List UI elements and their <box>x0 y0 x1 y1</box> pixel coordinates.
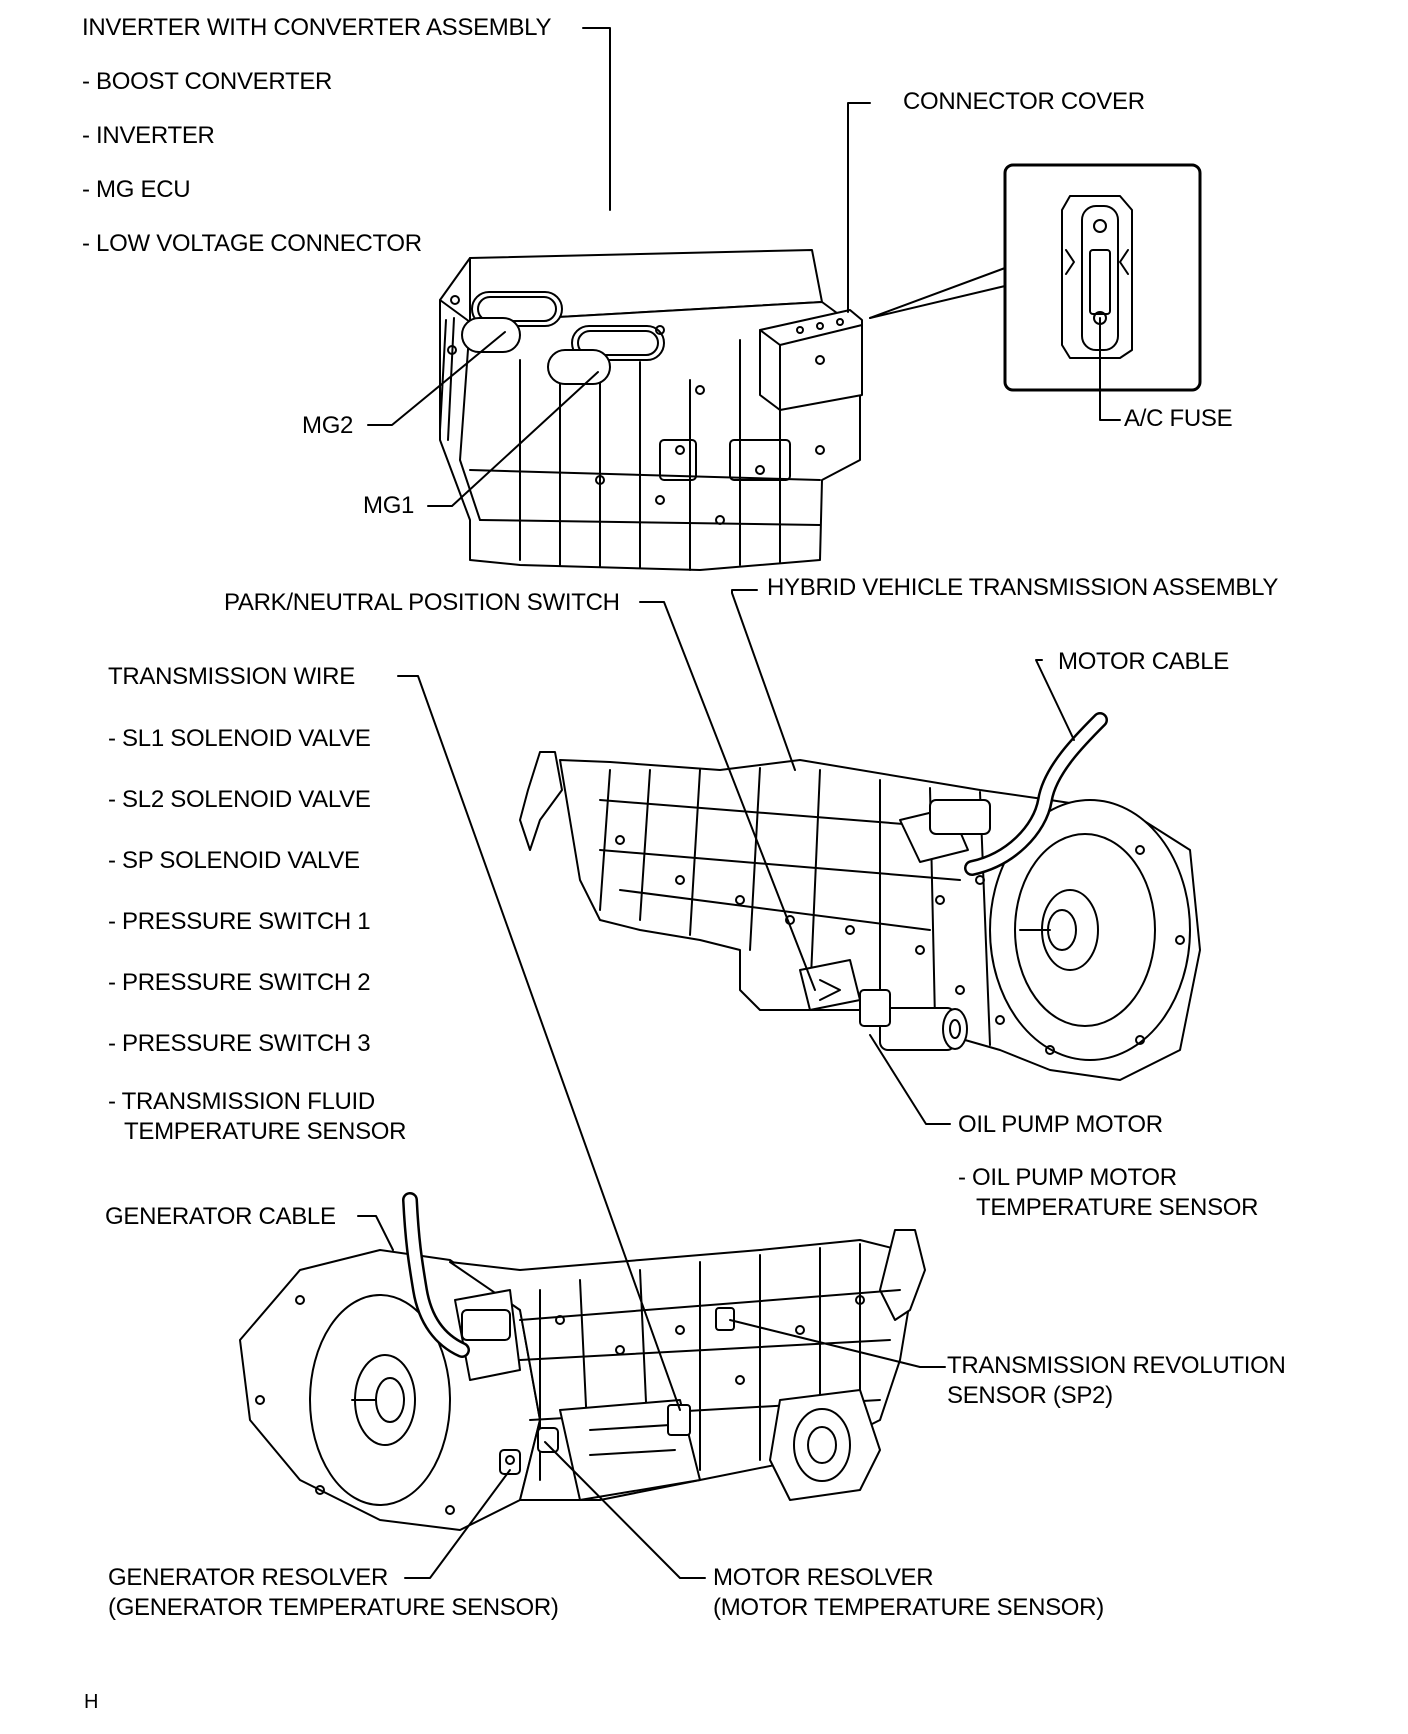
ac-fuse-label: A/C FUSE <box>1124 405 1233 432</box>
motor-cable-label: MOTOR CABLE <box>1058 648 1229 675</box>
mg1-label: MG1 <box>363 492 415 519</box>
pressure-switch-2-label: - PRESSURE SWITCH 2 <box>108 969 371 996</box>
transmission-wire-label: TRANSMISSION WIRE <box>108 663 355 690</box>
generator-resolver-label-1: GENERATOR RESOLVER <box>108 1564 388 1591</box>
pressure-switch-3-label: - PRESSURE SWITCH 3 <box>108 1030 371 1057</box>
connector-cover-label: CONNECTOR COVER <box>903 88 1145 115</box>
leader-lines <box>358 28 1120 1578</box>
oil-pump-temp-sensor-label-1: - OIL PUMP MOTOR <box>958 1164 1177 1191</box>
inverter-assembly-label: INVERTER WITH CONVERTER ASSEMBLY <box>82 14 552 41</box>
sl2-solenoid-label: - SL2 SOLENOID VALVE <box>108 786 371 813</box>
inverter-assembly-drawing <box>440 250 862 570</box>
mg-ecu-label: - MG ECU <box>82 176 191 203</box>
sl1-solenoid-label: - SL1 SOLENOID VALVE <box>108 725 371 752</box>
oil-pump-temp-sensor-label-2: TEMPERATURE SENSOR <box>976 1194 1259 1221</box>
hv-transmission-drawing <box>520 720 1200 1080</box>
transmission-lower-drawing <box>240 1200 925 1530</box>
boost-converter-label: - BOOST CONVERTER <box>82 68 333 95</box>
low-voltage-connector-label: - LOW VOLTAGE CONNECTOR <box>82 230 422 257</box>
ac-fuse-detail-box <box>870 165 1200 390</box>
transmission-revolution-sensor-label-2: SENSOR (SP2) <box>947 1382 1113 1409</box>
sp-solenoid-label: - SP SOLENOID VALVE <box>108 847 360 874</box>
transmission-revolution-sensor-label-1: TRANSMISSION REVOLUTION <box>947 1352 1286 1379</box>
park-neutral-switch-label: PARK/NEUTRAL POSITION SWITCH <box>224 589 620 616</box>
pressure-switch-1-label: - PRESSURE SWITCH 1 <box>108 908 371 935</box>
hv-transmission-label: HYBRID VEHICLE TRANSMISSION ASSEMBLY <box>767 574 1279 601</box>
fluid-temp-sensor-label-1: - TRANSMISSION FLUID <box>108 1088 375 1115</box>
corner-mark: H <box>84 1691 99 1713</box>
inverter-label: - INVERTER <box>82 122 215 149</box>
motor-resolver-label-2: (MOTOR TEMPERATURE SENSOR) <box>713 1594 1104 1621</box>
oil-pump-motor-label: OIL PUMP MOTOR <box>958 1111 1163 1138</box>
generator-cable-label: GENERATOR CABLE <box>105 1203 336 1230</box>
mg2-label: MG2 <box>302 412 354 439</box>
motor-resolver-label-1: MOTOR RESOLVER <box>713 1564 934 1591</box>
generator-resolver-label-2: (GENERATOR TEMPERATURE SENSOR) <box>108 1594 559 1621</box>
fluid-temp-sensor-label-2: TEMPERATURE SENSOR <box>124 1118 407 1145</box>
